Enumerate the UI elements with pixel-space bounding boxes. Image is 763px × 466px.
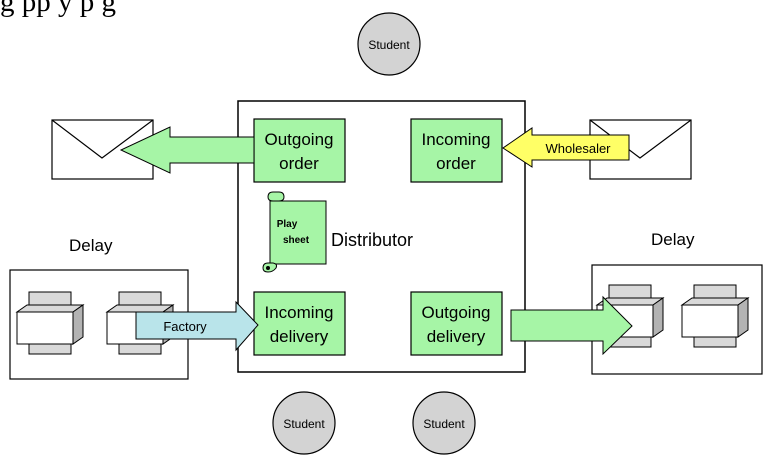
play-sheet-scroll-icon: Play sheet bbox=[262, 191, 327, 273]
incoming-order-box: Incoming order bbox=[410, 118, 503, 183]
play-sheet-line1: Play bbox=[277, 219, 298, 230]
outgoing-order-line1: Outgoing bbox=[265, 130, 334, 149]
wholesaler-arrow: Wholesaler bbox=[502, 127, 630, 168]
incoming-delivery-box: Incoming delivery bbox=[253, 291, 346, 356]
order-out-arrow bbox=[119, 126, 255, 174]
student-top-circle: Student bbox=[357, 12, 421, 76]
delay-left-label: Delay bbox=[69, 236, 113, 255]
incoming-delivery-line1: Incoming bbox=[265, 303, 334, 322]
delay-right-label: Delay bbox=[651, 230, 695, 249]
student-bottom-left-label: Student bbox=[283, 417, 325, 431]
student-bottom-right-label: Student bbox=[423, 417, 465, 431]
outgoing-delivery-line1: Outgoing bbox=[422, 303, 491, 322]
factory-label: Factory bbox=[163, 319, 207, 334]
outgoing-delivery-box: Outgoing delivery bbox=[410, 291, 503, 356]
distributor-label: Distributor bbox=[331, 230, 413, 250]
outgoing-delivery-line2: delivery bbox=[427, 327, 486, 346]
student-bottom-left-circle: Student bbox=[272, 391, 336, 455]
play-sheet-line2: sheet bbox=[283, 235, 310, 246]
incoming-delivery-line2: delivery bbox=[270, 327, 329, 346]
factory-arrow: Factory bbox=[135, 300, 259, 352]
caption-text: g pp y p g bbox=[0, 0, 116, 18]
delivery-out-arrow bbox=[510, 295, 633, 356]
student-top-label: Student bbox=[368, 38, 410, 52]
outgoing-order-line2: order bbox=[279, 154, 319, 173]
incoming-order-line1: Incoming bbox=[422, 130, 491, 149]
wholesaler-label: Wholesaler bbox=[545, 141, 611, 156]
student-bottom-right-circle: Student bbox=[412, 391, 476, 455]
incoming-order-line2: order bbox=[436, 154, 476, 173]
outgoing-order-box: Outgoing order bbox=[253, 118, 346, 183]
